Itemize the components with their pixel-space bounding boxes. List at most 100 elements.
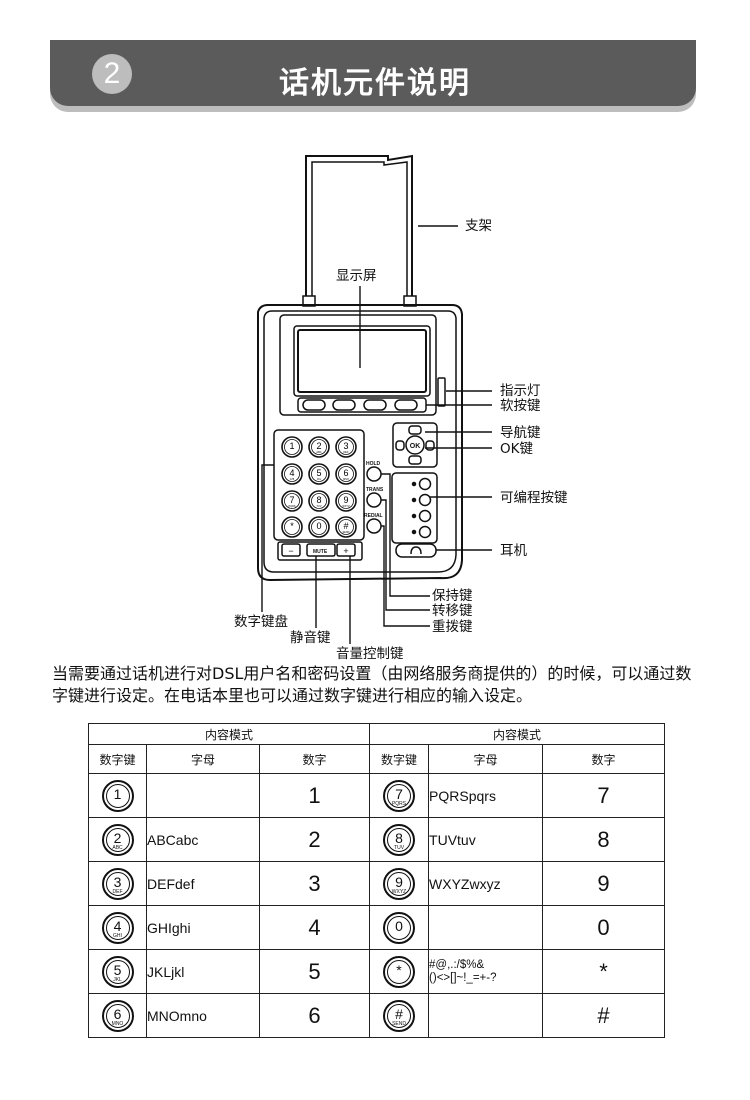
digit-cell: 1 [258, 773, 371, 818]
letters-cell: ABCabc [146, 817, 260, 862]
keypad-key[interactable]: 1 [281, 436, 303, 458]
key-number: 4 [113, 917, 122, 934]
key-number: * [396, 961, 402, 978]
callout-volume: 音量控制键 [336, 646, 404, 662]
key-number: 2 [113, 829, 122, 846]
letters-cell: TUVtuv [428, 817, 544, 862]
callout-softkeys: 软按键 [500, 398, 541, 414]
col-header-key: 数字键 [369, 744, 430, 774]
key-letters: GHI [113, 932, 122, 939]
letters-cell: MNOmno [146, 993, 260, 1038]
headset-button [395, 543, 437, 558]
letters-cell: JKLjkl [146, 949, 260, 994]
keypad-key-label: 7 [289, 495, 294, 505]
callout-nav: 导航键 [500, 425, 541, 441]
keypad-key-label: 6 [343, 468, 348, 478]
keypad-key-label: 3 [343, 441, 348, 451]
hold-button [366, 466, 382, 482]
digit-cell: 2 [258, 817, 371, 862]
keypad-key-label: 2 [316, 441, 321, 451]
col-header-digit: 数字 [542, 744, 666, 774]
section-banner [50, 40, 696, 106]
col-header-letters: 字母 [146, 744, 260, 774]
key-number: 7 [395, 785, 403, 802]
vol-plus-label: + [343, 546, 348, 556]
trans-label: TRANS [366, 487, 384, 493]
keypad-key-label: 8 [316, 495, 321, 505]
letters-cell: #@,.:/$%& ()<>[]~!_=+-? [428, 949, 544, 994]
display-screen [279, 314, 437, 416]
key-number: 8 [395, 829, 403, 846]
key-cell: 0 [369, 905, 430, 950]
keypad-key-label: 5 [316, 468, 321, 478]
key-cell: * [369, 949, 430, 994]
digit-cell: 4 [258, 905, 371, 950]
key-icon: 0 [383, 911, 416, 944]
callout-indicator: 指示灯 [500, 383, 541, 399]
callout-display: 显示屏 [336, 268, 377, 284]
keypad-key-sublabel: DEF [344, 451, 349, 454]
keypad-key-sublabel: MNO [343, 478, 349, 481]
digit-cell: 8 [542, 817, 666, 862]
key-icon: #SEND [383, 999, 416, 1032]
intro-paragraph: 当需要通过话机进行对DSL用户名和密码设置（由网络服务商提供的）的时候，可以通过… [52, 664, 692, 705]
phone-body [257, 304, 463, 582]
section-number-badge: 2 [92, 54, 132, 94]
nav-cluster [392, 422, 438, 468]
callout-hold: 保持键 [432, 588, 473, 604]
keypad-key[interactable]: * [281, 516, 303, 538]
keypad-key-sublabel: TUV [317, 505, 322, 508]
keypad-key-sublabel: PQRS [288, 505, 295, 508]
key-letters: SEND [392, 1020, 406, 1027]
callout-stand: 支架 [465, 218, 492, 234]
keypad-key-label: 9 [343, 495, 348, 505]
key-number: 5 [113, 961, 122, 978]
keypad-key[interactable]: 0 [308, 516, 330, 538]
mute-label: MUTE [313, 549, 328, 555]
letters-cell: DEFdef [146, 861, 260, 906]
letters-cell [428, 905, 544, 950]
key-cell: #SEND [369, 993, 430, 1038]
digit-cell: * [542, 949, 666, 994]
key-letters: WXYZ [391, 888, 407, 895]
key-icon: 1 [101, 779, 134, 812]
redial-label: REDIAL [364, 513, 383, 519]
ok-key-label: OK [410, 443, 421, 450]
keypad-key[interactable]: #SEND [335, 516, 357, 538]
keypad-key-label: # [343, 521, 348, 531]
key-number: 0 [395, 917, 403, 934]
softkey [363, 399, 387, 411]
key-number: 6 [113, 1005, 122, 1022]
keypad-key-sublabel: ABC [316, 451, 321, 454]
key-letters: TUV [394, 844, 405, 851]
digit-cell: 5 [258, 949, 371, 994]
callout-transfer: 转移键 [432, 603, 473, 619]
col-header-letters: 字母 [428, 744, 544, 774]
key-letters: JKL [113, 976, 122, 983]
keypad-frame [273, 429, 365, 541]
letters-cell: PQRSpqrs [428, 773, 544, 818]
digit-cell: # [542, 993, 666, 1038]
col-header-digit: 数字 [258, 744, 371, 774]
